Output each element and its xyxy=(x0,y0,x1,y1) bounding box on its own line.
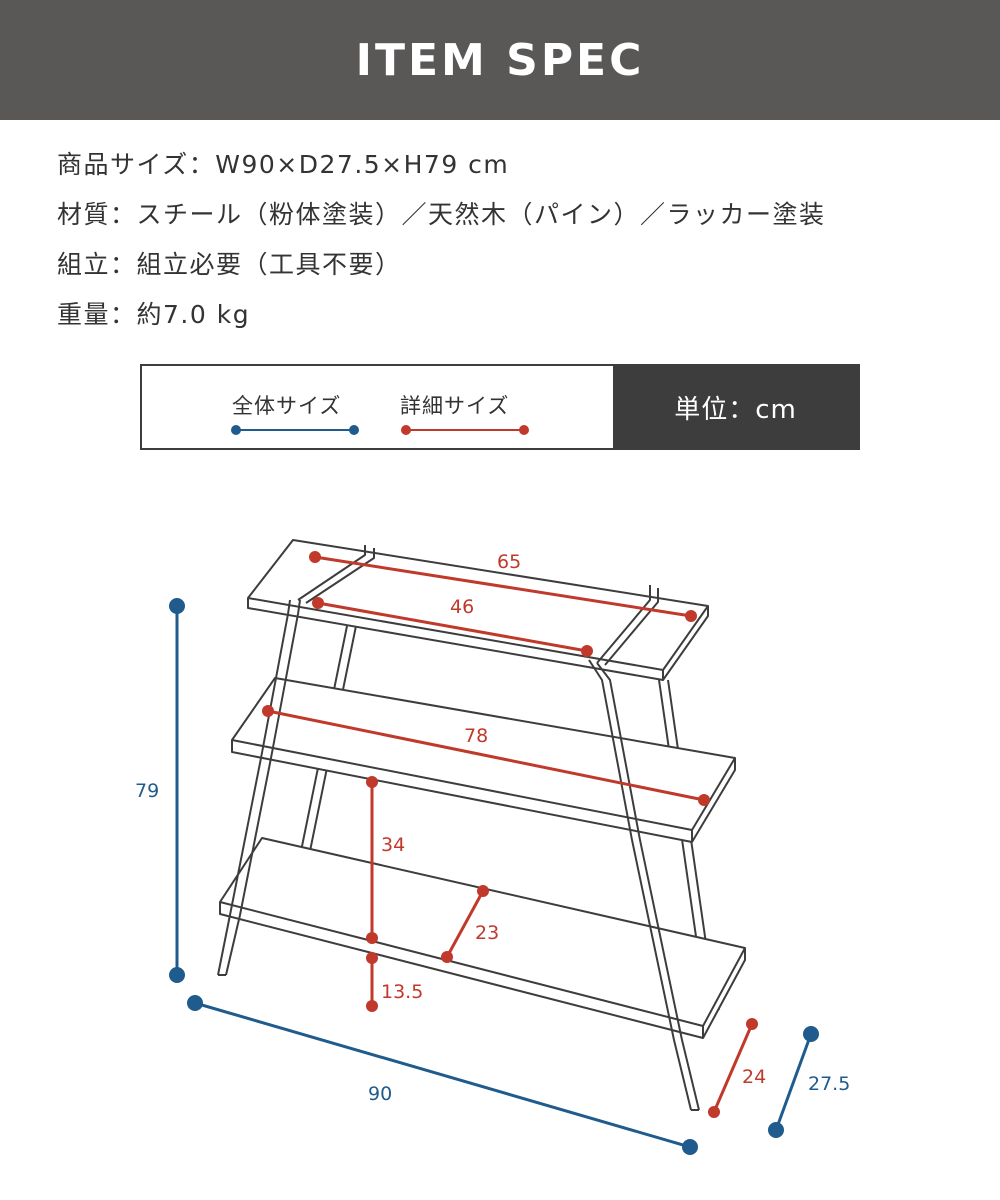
spec-value: 約7.0 kg xyxy=(136,300,251,329)
height-label: 79 xyxy=(135,780,159,802)
shelf-diagram: 79 90 27.5 65 46 78 34 23 13.5 xyxy=(135,539,850,1155)
spec-header: ITEM SPEC xyxy=(0,0,1000,120)
legend-detail-dot xyxy=(519,425,529,435)
front-left-leg-inner xyxy=(217,599,291,976)
spec-row-assembly: 組立：組立必要（工具不要） xyxy=(57,245,826,295)
shelf-gap-dot xyxy=(366,932,378,944)
detail-dimensions: 65 46 78 34 23 13.5 24 xyxy=(262,551,766,1118)
spec-value: W90×D27.5×H79 cm xyxy=(215,150,510,179)
width-dimension-dot xyxy=(682,1139,698,1155)
legend-detail-label: 詳細サイズ xyxy=(400,394,510,418)
leg-depth-label: 24 xyxy=(742,1066,766,1088)
depth-dimension-dot xyxy=(803,1026,819,1042)
top-shelf-width-dot xyxy=(685,610,697,622)
top-inner-width-line xyxy=(317,601,588,653)
legend-box: 全体サイズ 詳細サイズ 単位：cm xyxy=(140,364,860,450)
top-shelf-width-label: 65 xyxy=(497,551,521,573)
right-top-post xyxy=(596,585,651,664)
spec-row-size: 商品サイズ：W90×D27.5×H79 cm xyxy=(57,145,826,195)
page-title: ITEM SPEC xyxy=(355,34,645,86)
spec-label: 組立 xyxy=(57,250,111,279)
leg-depth-dot xyxy=(746,1018,758,1030)
depth-label: 27.5 xyxy=(808,1073,850,1095)
spec-label: 重量 xyxy=(57,300,111,329)
depth-dimension-line xyxy=(774,1033,813,1131)
legend-overall-label: 全体サイズ xyxy=(232,394,342,418)
top-shelf-width-dot xyxy=(309,551,321,563)
width-dimension-dot xyxy=(187,995,203,1011)
shelf-depth-dot xyxy=(477,885,489,897)
shelf-drawing xyxy=(217,539,746,1111)
width-dimension-line xyxy=(194,1001,691,1149)
top-inner-width-label: 46 xyxy=(450,596,474,618)
top-inner-width-dot xyxy=(581,645,593,657)
legend-detail: 詳細サイズ xyxy=(400,390,509,420)
left-top-post xyxy=(297,545,366,601)
bottom-clearance-label: 13.5 xyxy=(381,981,423,1003)
overall-dimensions: 79 90 27.5 xyxy=(135,598,850,1155)
spec-separator: ： xyxy=(110,200,137,229)
legend-overall: 全体サイズ xyxy=(232,390,341,420)
spec-separator: ： xyxy=(110,300,137,329)
height-dimension-dot xyxy=(169,967,185,983)
bottom-clearance-dot xyxy=(366,952,378,964)
middle-shelf-width-dot xyxy=(262,705,274,717)
legend-detail-dot xyxy=(401,425,411,435)
middle-shelf-width-label: 78 xyxy=(464,725,488,747)
right-top-post-inner xyxy=(604,588,659,666)
front-left-leg xyxy=(225,599,301,976)
top-shelf-width-line xyxy=(314,555,692,618)
front-right-leg-inner xyxy=(588,659,692,1111)
leg-depth-line xyxy=(712,1023,754,1113)
height-dimension-dot xyxy=(169,598,185,614)
spec-label: 商品サイズ xyxy=(57,150,189,179)
legend-overall-dot xyxy=(231,425,241,435)
left-top-post-inner xyxy=(305,548,375,604)
leg-depth-dot xyxy=(708,1106,720,1118)
legend-overall-dot xyxy=(349,425,359,435)
spec-row-material: 材質：スチール（粉体塗装）／天然木（パイン）／ラッカー塗装 xyxy=(57,195,826,245)
shelf-depth-line xyxy=(445,890,485,958)
top-shelf xyxy=(247,539,709,681)
middle-shelf-width-line xyxy=(267,709,705,802)
bottom-shelf xyxy=(219,837,746,1039)
legend-lines xyxy=(231,425,529,435)
spec-value: 組立必要（工具不要） xyxy=(136,250,402,279)
top-inner-width-dot xyxy=(312,597,324,609)
bottom-clearance-dot xyxy=(366,1000,378,1012)
shelf-gap-dot xyxy=(366,776,378,788)
spec-row-weight: 重量：約7.0 kg xyxy=(57,295,826,345)
shelf-depth-label: 23 xyxy=(475,922,499,944)
spec-list: 商品サイズ：W90×D27.5×H79 cm 材質：スチール（粉体塗装）／天然木… xyxy=(57,145,826,345)
spec-separator: ： xyxy=(110,250,137,279)
front-right-leg xyxy=(596,662,700,1111)
unit-label: 単位：cm xyxy=(613,366,858,448)
shelf-depth-dot xyxy=(441,951,453,963)
width-label: 90 xyxy=(368,1083,392,1105)
spec-label: 材質 xyxy=(57,200,111,229)
spec-value: スチール（粉体塗装）／天然木（パイン）／ラッカー塗装 xyxy=(136,200,826,229)
middle-shelf-width-dot xyxy=(698,794,710,806)
depth-dimension-dot xyxy=(768,1122,784,1138)
shelf-gap-label: 34 xyxy=(381,834,405,856)
spec-separator: ： xyxy=(188,150,216,179)
